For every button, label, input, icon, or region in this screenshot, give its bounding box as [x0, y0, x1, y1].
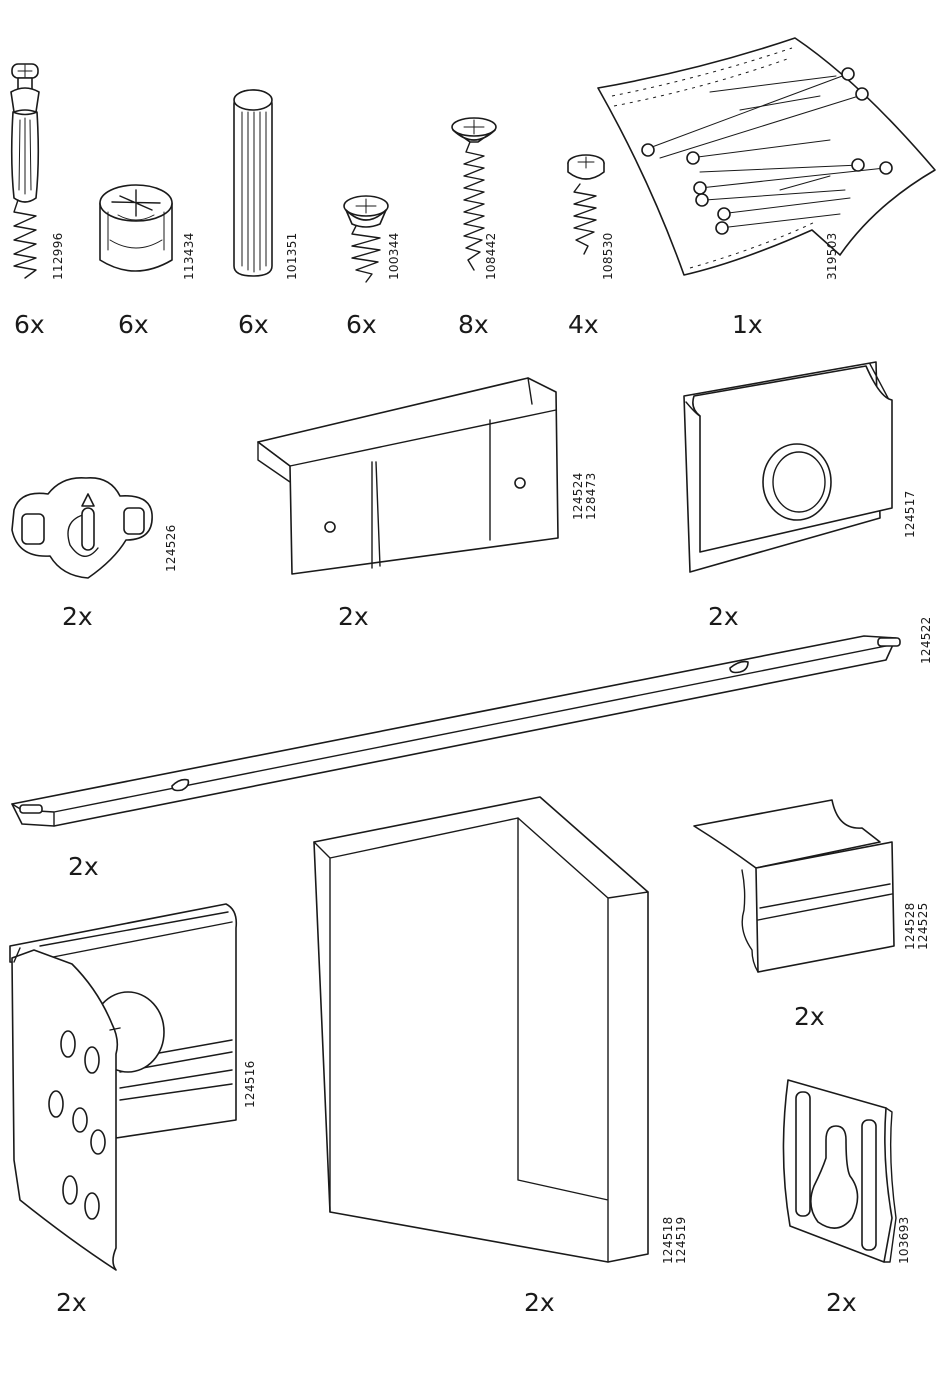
quantity-label-124516: 2x [56, 1290, 87, 1315]
quantity-label-319503: 1x [732, 312, 763, 337]
cam-lock-nut-icon [100, 185, 172, 271]
profile-clip-icon [694, 800, 894, 972]
article-number-100344: 100344 [388, 232, 401, 280]
corner-panel-icon [314, 797, 648, 1262]
metal-rail-icon [12, 636, 900, 826]
article-number-113434: 113434 [183, 232, 196, 280]
keyhole-hanger-plate-icon [783, 1080, 896, 1262]
pan-head-screw-icon [568, 155, 604, 254]
bag-of-nails-icon [598, 38, 935, 275]
perforated-hinge-plate-icon [10, 904, 236, 1270]
article-number-124517: 124517 [904, 490, 917, 538]
quantity-label-103693: 2x [826, 1290, 857, 1315]
article-number-112996: 112996 [52, 232, 65, 280]
quantity-label-108442: 8x [458, 312, 489, 337]
quantity-label-101351: 6x [238, 312, 269, 337]
article-number-103693: 103693 [898, 1216, 911, 1264]
quantity-label-112996: 6x [14, 312, 45, 337]
short-screw-icon [344, 196, 388, 282]
quantity-label-108530: 4x [568, 312, 599, 337]
article-number-108530: 108530 [602, 232, 615, 280]
quantity-label-124524: 2x [338, 604, 369, 629]
article-number-124516: 124516 [244, 1060, 257, 1108]
article-number-124526: 124526 [165, 524, 178, 572]
article-number-101351: 101351 [286, 232, 299, 280]
mounting-bracket-icon [258, 378, 558, 574]
rotary-lock-icon [12, 478, 152, 578]
quantity-label-113434: 6x [118, 312, 149, 337]
square-socket-plate-icon [684, 362, 892, 572]
article-number-124522: 124522 [920, 616, 933, 664]
quantity-label-124522: 2x [68, 854, 99, 879]
article-number-108442: 108442 [485, 232, 498, 280]
wooden-dowel-icon [234, 90, 272, 276]
quantity-label-124526: 2x [62, 604, 93, 629]
cam-bolt-with-dowel-icon [11, 64, 39, 278]
quantity-label-124528: 2x [794, 1004, 825, 1029]
quantity-label-100344: 6x [346, 312, 377, 337]
quantity-label-124518: 2x [524, 1290, 555, 1315]
quantity-label-124517: 2x [708, 604, 739, 629]
article-number-319503: 319503 [826, 232, 839, 280]
